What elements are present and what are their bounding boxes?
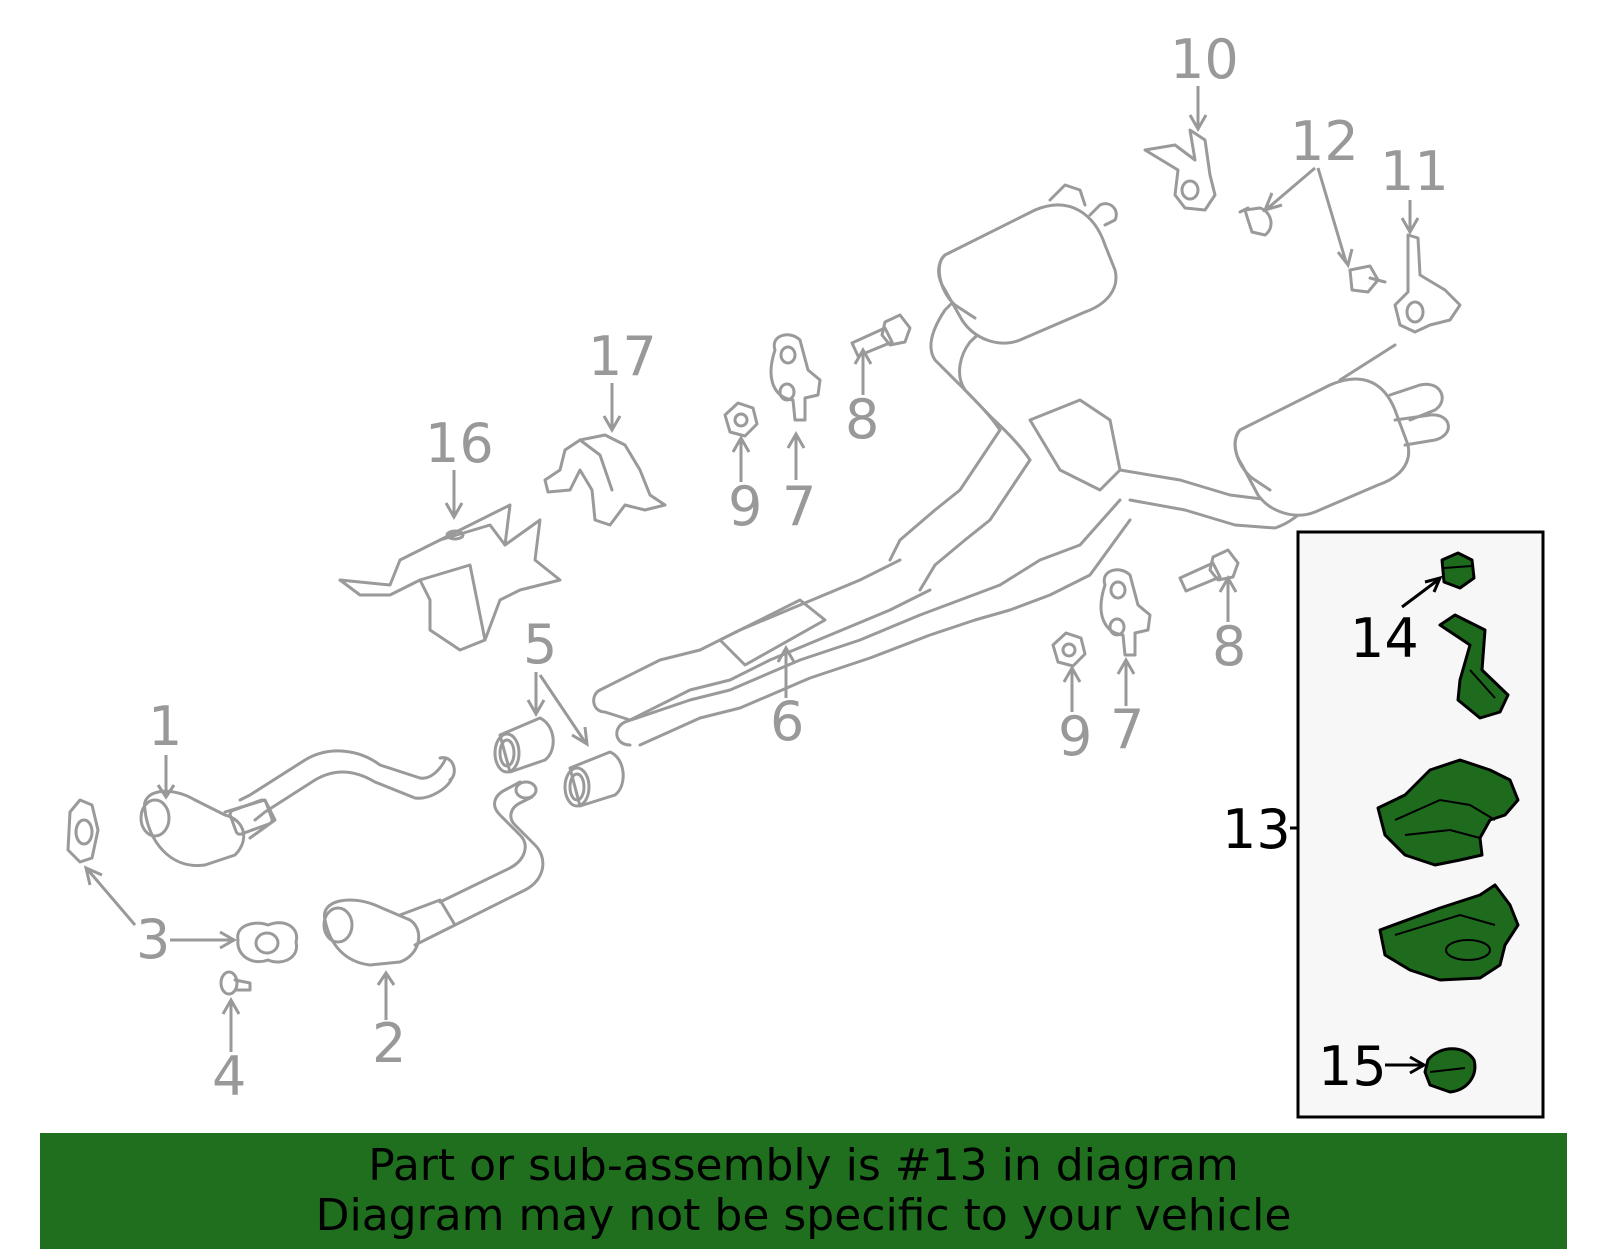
part-8-bolt-lower[interactable] <box>1178 548 1240 593</box>
info-banner: Part or sub-assembly is #13 in diagram D… <box>40 1133 1567 1249</box>
callout-17: 17 <box>588 325 657 388</box>
part-9-nut-upper[interactable] <box>723 401 759 438</box>
callout-6: 6 <box>770 690 804 753</box>
part-10-bracket[interactable] <box>1143 128 1217 212</box>
leader-2 <box>376 970 396 1020</box>
callout-3: 3 <box>136 908 170 971</box>
callout-2: 2 <box>372 1012 406 1075</box>
muffler-right[interactable] <box>1233 343 1450 517</box>
banner-line-1: Part or sub-assembly is #13 in diagram <box>368 1140 1239 1191</box>
part-1-front-pipe[interactable] <box>139 749 456 868</box>
part-8-bolt-upper[interactable] <box>850 313 912 358</box>
leader-6 <box>776 644 796 698</box>
callout-9b: 9 <box>1058 705 1092 768</box>
muffler-left[interactable] <box>937 183 1118 345</box>
leader-17 <box>602 383 622 434</box>
leader-15 <box>1385 1055 1428 1075</box>
leader-8a <box>853 346 873 395</box>
leader-4 <box>221 996 241 1052</box>
leader-12b <box>1316 167 1354 269</box>
part-12-grommet-upper[interactable] <box>1238 206 1273 237</box>
callout-9a: 9 <box>728 475 762 538</box>
callout-15: 15 <box>1318 1035 1387 1098</box>
part-7-hanger-lower[interactable] <box>1099 568 1152 657</box>
leader-3b <box>170 930 238 950</box>
part-5-clamp-left[interactable] <box>493 716 555 774</box>
part-5-clamp-right[interactable] <box>563 750 625 808</box>
leader-12a <box>1262 166 1316 213</box>
part-12-grommet-lower[interactable] <box>1348 264 1387 294</box>
leader-1 <box>156 755 176 800</box>
callout-1: 1 <box>148 695 182 758</box>
leader-11 <box>1400 200 1420 236</box>
leader-8b <box>1218 574 1238 622</box>
callout-12: 12 <box>1290 110 1359 173</box>
part-13-shield-lower[interactable] <box>1378 883 1520 982</box>
leader-9b <box>1062 664 1082 712</box>
part-2-front-pipe[interactable] <box>322 780 545 967</box>
callout-8b: 8 <box>1212 615 1246 678</box>
leader-9a <box>731 434 751 482</box>
part-16-heat-shield[interactable] <box>338 503 562 652</box>
leader-16 <box>444 470 464 521</box>
part-3-gasket-lower[interactable] <box>236 921 299 964</box>
part-17-heat-shield[interactable] <box>543 433 667 527</box>
callout-7b: 7 <box>1110 698 1144 761</box>
callout-13: 13 <box>1222 798 1291 861</box>
callout-14: 14 <box>1350 607 1419 670</box>
part-15-clip[interactable] <box>1423 1047 1477 1094</box>
part-7-hanger-upper[interactable] <box>769 333 822 422</box>
part-3-gasket-upper[interactable] <box>66 798 100 864</box>
callout-7a: 7 <box>782 475 816 538</box>
part-11-hanger-bracket[interactable] <box>1393 233 1462 334</box>
part-4-stud[interactable] <box>219 970 252 996</box>
leader-7a <box>786 430 806 480</box>
leader-14 <box>1401 575 1443 609</box>
callout-16: 16 <box>425 412 494 475</box>
callout-8a: 8 <box>845 388 879 451</box>
leader-10 <box>1188 86 1208 133</box>
part-14-nut[interactable] <box>1440 551 1476 590</box>
leader-7b <box>1116 656 1136 706</box>
callout-11: 11 <box>1380 140 1449 203</box>
callout-4: 4 <box>212 1045 246 1108</box>
callout-10: 10 <box>1170 28 1239 91</box>
callout-5: 5 <box>523 613 557 676</box>
part-9-nut-lower[interactable] <box>1051 631 1087 668</box>
leader-3a <box>83 865 137 926</box>
part-13-shield-upper[interactable] <box>1376 758 1520 867</box>
banner-line-2: Diagram may not be specific to your vehi… <box>315 1190 1292 1241</box>
leader-5a <box>526 672 546 718</box>
part-13-bracket[interactable] <box>1438 613 1510 720</box>
part-6-intermediate-pipe[interactable] <box>592 293 1327 747</box>
leader-5b <box>538 674 589 747</box>
